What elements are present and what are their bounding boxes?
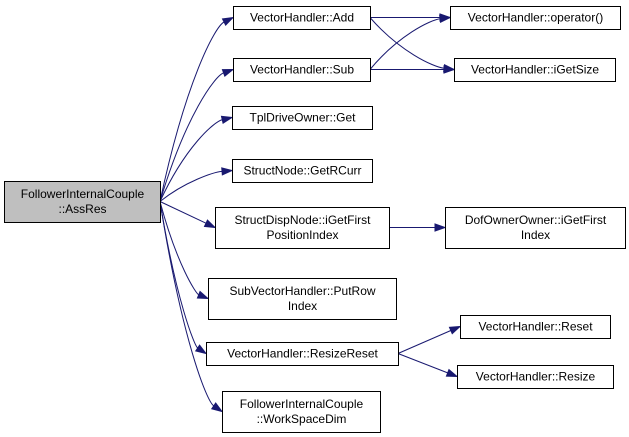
node-box xyxy=(232,159,373,183)
edge-arrowhead xyxy=(434,223,447,232)
node-label: FollowerInternalCouple xyxy=(240,397,364,411)
edge-line xyxy=(369,18,441,70)
edge-arrowhead xyxy=(221,68,235,78)
edge-line xyxy=(159,201,199,349)
node-box xyxy=(233,58,371,82)
node-label: SubVectorHandler::PutRow xyxy=(229,284,375,298)
node-root[interactable]: FollowerInternalCouple::AssRes xyxy=(4,181,161,223)
edge-line xyxy=(159,201,207,224)
node-label: VectorHandler::Add xyxy=(250,11,354,25)
edge-arrowhead xyxy=(210,402,224,413)
edge-root-to-workspace xyxy=(159,201,224,413)
node-tplget[interactable]: TplDriveOwner::Get xyxy=(232,106,373,130)
node-box xyxy=(460,315,611,339)
node-workspace[interactable]: FollowerInternalCouple::WorkSpaceDim xyxy=(222,391,381,433)
nodes-layer: FollowerInternalCouple::AssResVectorHand… xyxy=(4,6,626,433)
edge-line xyxy=(369,17,445,69)
edge-line xyxy=(159,170,223,202)
edge-arrowhead xyxy=(194,344,208,355)
edge-arrowhead xyxy=(439,14,452,24)
node-label: DofOwnerOwner::iGetFirst xyxy=(465,213,607,227)
edge-root-to-igetfirstpos xyxy=(159,201,217,229)
edge-line xyxy=(159,119,223,202)
node-label: TplDriveOwner::Get xyxy=(249,111,356,125)
node-box xyxy=(4,181,161,223)
node-label: ::WorkSpaceDim xyxy=(257,412,347,426)
edge-arrowhead xyxy=(220,115,234,124)
node-sub[interactable]: VectorHandler::Sub xyxy=(233,58,371,82)
node-box xyxy=(222,391,381,433)
node-box xyxy=(232,106,373,130)
edge-line xyxy=(159,201,215,407)
node-box xyxy=(208,278,397,320)
node-box xyxy=(457,365,614,389)
node-label: FollowerInternalCouple xyxy=(21,187,145,201)
node-operator[interactable]: VectorHandler::operator() xyxy=(450,6,621,30)
edge-line xyxy=(397,330,452,354)
edge-line xyxy=(159,72,224,202)
edges-layer xyxy=(159,13,462,413)
node-resizereset[interactable]: VectorHandler::ResizeReset xyxy=(206,342,399,366)
node-add[interactable]: VectorHandler::Add xyxy=(233,6,371,30)
edge-resizereset-to-resize xyxy=(397,353,459,378)
node-box xyxy=(206,342,399,366)
node-igetsize[interactable]: VectorHandler::iGetSize xyxy=(454,58,616,82)
node-label: StructDispNode::iGetFirst xyxy=(234,213,371,227)
edge-root-to-add xyxy=(159,16,235,202)
node-label: Index xyxy=(521,228,550,242)
edge-arrowhead xyxy=(445,368,459,378)
edge-root-to-tplget xyxy=(159,115,234,202)
node-label: VectorHandler::operator() xyxy=(468,11,603,25)
edge-arrowhead xyxy=(221,16,235,26)
edge-line xyxy=(159,21,225,202)
edge-root-to-getrcurr xyxy=(159,167,234,202)
node-label: VectorHandler::Resize xyxy=(476,370,596,384)
edge-arrowhead xyxy=(221,167,234,176)
node-label: VectorHandler::Reset xyxy=(478,320,593,334)
edge-add-to-operator xyxy=(370,13,452,22)
edge-igetfirstpos-to-dofowner xyxy=(389,223,447,232)
edge-line xyxy=(397,353,448,374)
node-label: ::AssRes xyxy=(58,202,106,216)
edge-line xyxy=(159,201,200,296)
node-box xyxy=(215,207,390,249)
node-box xyxy=(233,6,371,30)
edge-resizereset-to-reset xyxy=(397,325,462,354)
edge-root-to-sub xyxy=(159,68,235,202)
edge-add-to-igetsize xyxy=(369,17,456,73)
edge-arrowhead xyxy=(196,290,210,300)
edge-root-to-putrow xyxy=(159,201,210,300)
node-getrcurr[interactable]: StructNode::GetRCurr xyxy=(232,159,373,183)
node-resize[interactable]: VectorHandler::Resize xyxy=(457,365,614,389)
edge-sub-to-igetsize xyxy=(370,65,456,74)
node-label: VectorHandler::ResizeReset xyxy=(227,347,378,361)
node-label: PositionIndex xyxy=(266,228,338,242)
node-label: Index xyxy=(288,299,317,313)
node-label: VectorHandler::Sub xyxy=(250,63,354,77)
node-label: VectorHandler::iGetSize xyxy=(471,63,599,77)
node-reset[interactable]: VectorHandler::Reset xyxy=(460,315,611,339)
node-label: StructNode::GetRCurr xyxy=(243,164,361,178)
edge-arrowhead xyxy=(443,65,456,74)
edge-arrowhead xyxy=(203,219,217,229)
node-box xyxy=(450,6,621,30)
edge-arrowhead xyxy=(448,325,462,335)
edge-sub-to-operator xyxy=(369,14,452,70)
node-box xyxy=(454,58,616,82)
node-box xyxy=(445,207,626,249)
